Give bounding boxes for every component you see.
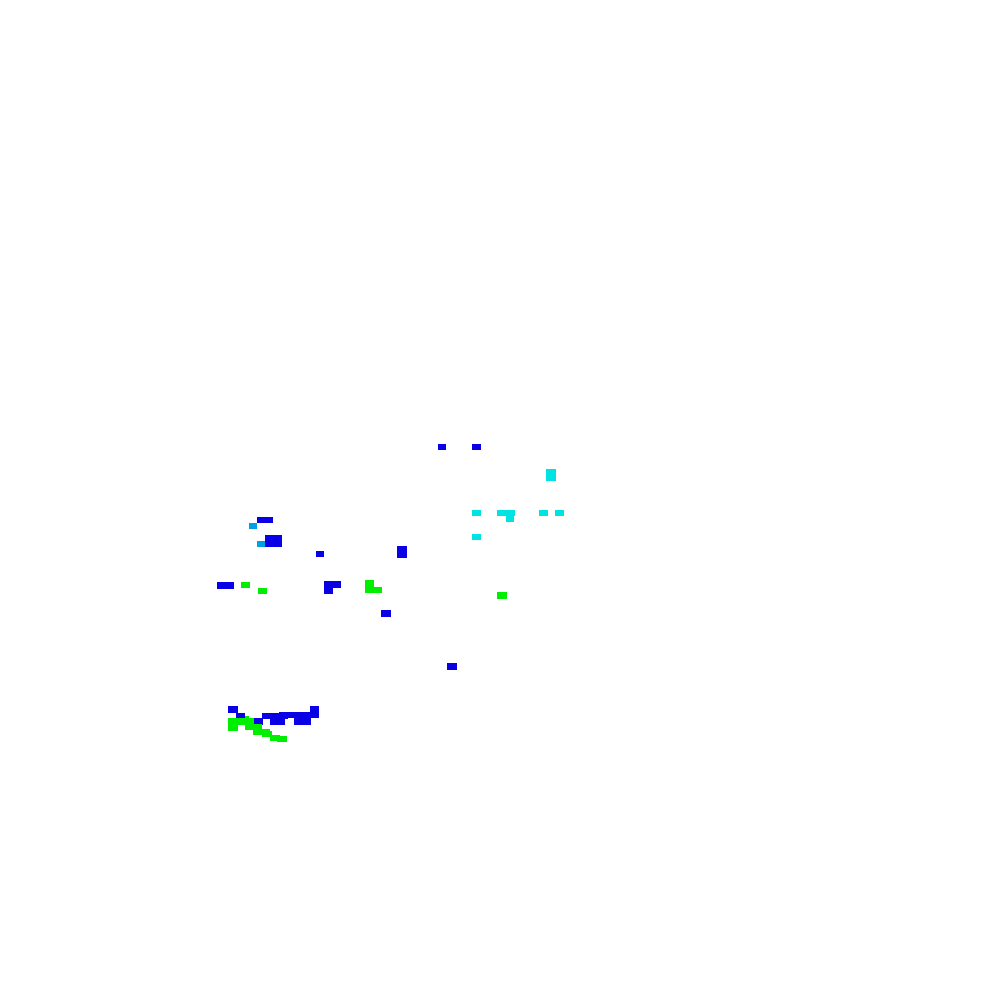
mask-segment-blue-8 <box>324 581 341 588</box>
mask-segment-blue-1 <box>438 444 446 450</box>
mask-patch <box>265 535 282 547</box>
mask-patch <box>472 534 481 540</box>
mask-patch <box>257 541 267 547</box>
mask-segment-green-3 <box>365 580 382 593</box>
mask-patch <box>294 718 311 725</box>
mask-patch <box>506 516 514 522</box>
mask-patch <box>228 706 238 713</box>
mask-segment-blue-19 <box>310 706 319 713</box>
mask-patch <box>262 713 288 719</box>
mask-patch <box>277 736 287 742</box>
mask-segment-blue-16 <box>270 718 285 725</box>
mask-patch <box>397 546 407 558</box>
mask-patch <box>438 444 446 450</box>
mask-segment-green-9 <box>253 729 270 735</box>
mask-patch <box>555 510 564 516</box>
mask-segment-green-7 <box>228 724 238 731</box>
mask-patch <box>310 706 319 713</box>
mask-patch <box>324 587 333 594</box>
mask-patch <box>497 510 515 516</box>
mask-segment-blue-7 <box>217 582 234 589</box>
mask-segment-blue-14 <box>253 718 263 725</box>
mask-segment-blue-11 <box>447 663 457 670</box>
mask-patch <box>228 724 238 731</box>
mask-segment-cyan-7 <box>510 510 514 514</box>
mask-segment-green-4 <box>497 592 507 599</box>
mask-patch <box>472 444 481 450</box>
mask-segment-blue-12 <box>228 706 238 713</box>
mask-patch <box>217 582 234 589</box>
mask-patch <box>253 718 263 725</box>
mask-patch <box>270 735 280 741</box>
mask-segment-blue-2 <box>472 444 481 450</box>
mask-patch <box>249 523 257 529</box>
mask-segment-green-6 <box>228 718 254 725</box>
mask-segment-blue-3 <box>257 517 273 523</box>
mask-segment-blue-9 <box>324 587 333 594</box>
mask-segment-blue-4 <box>265 535 282 547</box>
mask-segment-blue-15 <box>262 713 288 719</box>
mask-segment-azure-1 <box>249 523 257 529</box>
mask-segment-blue-5 <box>316 551 324 557</box>
mask-segment-blue-17 <box>279 712 316 718</box>
mask-patch <box>257 517 273 523</box>
mask-patch <box>253 729 270 735</box>
mask-patch <box>497 592 507 599</box>
mask-segment-green-11 <box>277 736 287 742</box>
mask-patch <box>510 510 514 514</box>
mask-segment-cyan-4 <box>539 510 548 516</box>
mask-patch <box>236 713 245 720</box>
mask-segment-azure-2 <box>257 541 267 547</box>
mask-patch <box>472 510 481 516</box>
mask-patch <box>365 580 374 587</box>
mask-segment-blue-10 <box>381 610 391 617</box>
mask-segment-cyan-3 <box>497 510 515 522</box>
mask-segment-cyan-5 <box>555 510 564 516</box>
mask-segment-green-8 <box>245 724 262 730</box>
mask-patch <box>270 718 285 725</box>
mask-segment-green-1 <box>241 582 250 588</box>
mask-segment-green-2 <box>258 588 267 594</box>
mask-segment-blue-20 <box>310 712 319 718</box>
mask-segment-green-10 <box>262 731 280 741</box>
mask-patch <box>381 610 391 617</box>
mask-segment-blue-13 <box>236 713 245 720</box>
mask-patch <box>310 712 319 718</box>
mask-patch <box>447 663 457 670</box>
mask-patch <box>262 731 272 737</box>
mask-patch <box>365 587 382 593</box>
mask-patch <box>324 581 341 588</box>
mask-segment-cyan-6 <box>472 534 481 540</box>
mask-segment-cyan-2 <box>472 510 481 516</box>
mask-patch <box>539 510 548 516</box>
mask-segment-cyan-1 <box>546 469 556 481</box>
mask-segment-blue-6 <box>397 546 407 558</box>
mask-patch <box>245 724 262 730</box>
mask-patch <box>546 469 556 481</box>
mask-patch <box>279 712 316 718</box>
mask-patch <box>316 551 324 557</box>
mask-patch <box>258 588 267 594</box>
mask-patch <box>228 718 254 725</box>
mask-segment-blue-18 <box>294 718 311 725</box>
mask-patch <box>241 582 250 588</box>
